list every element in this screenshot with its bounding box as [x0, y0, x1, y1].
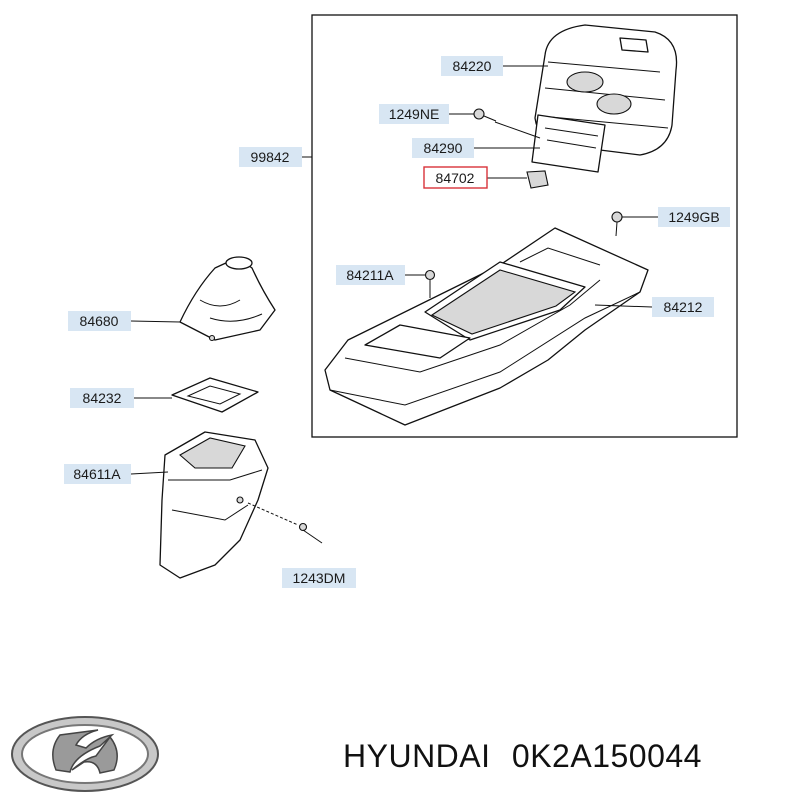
hyundai-logo-icon [11, 716, 159, 792]
armrest-lid-drawing [531, 24, 678, 173]
bolt-1249ne-drawing [473, 108, 497, 122]
footer-brand-text: HYUNDAI 0K2A150044 [343, 738, 702, 774]
callout-84220-label: 84220 [453, 58, 492, 74]
callout-84290-label: 84290 [424, 140, 463, 156]
callout-84232[interactable]: 84232 [70, 388, 134, 408]
callout-84680[interactable]: 84680 [68, 311, 131, 331]
callout-1249gb[interactable]: 1249GB [658, 207, 730, 227]
callout-84211a[interactable]: 84211A [336, 265, 405, 285]
callout-84212-label: 84212 [664, 299, 703, 315]
callout-1249ne[interactable]: 1249NE [379, 104, 449, 124]
screw-1243dm-drawing [247, 502, 323, 544]
callout-84290[interactable]: 84290 [412, 138, 474, 158]
callout-84702-label: 84702 [436, 170, 475, 186]
callout-84702[interactable]: 84702 [423, 166, 488, 189]
callout-84611a[interactable]: 84611A [64, 464, 131, 484]
footer-part-number: 0K2A150044 [512, 738, 702, 774]
callout-84212[interactable]: 84212 [652, 297, 714, 317]
callout-84611a-label: 84611A [73, 466, 121, 482]
callout-1243dm-label: 1243DM [293, 570, 346, 586]
screw-1249gb-drawing [611, 211, 623, 237]
shift-boot-drawing [179, 256, 276, 342]
gasket-drawing [171, 377, 259, 413]
screw-84211a-drawing [424, 269, 436, 298]
callout-99842[interactable]: 99842 [239, 147, 302, 167]
footer-brand: HYUNDAI [343, 738, 491, 774]
clip-84702-drawing [526, 170, 549, 189]
callout-1243dm[interactable]: 1243DM [282, 568, 356, 588]
leader-lines [130, 65, 658, 475]
callout-1249gb-label: 1249GB [668, 209, 719, 225]
assembly-frame [311, 14, 738, 438]
shift-cover-drawing [159, 431, 269, 579]
callout-99842-label: 99842 [251, 149, 290, 165]
callout-1249ne-label: 1249NE [389, 106, 440, 122]
callout-84232-label: 84232 [83, 390, 122, 406]
callout-84680-label: 84680 [80, 313, 119, 329]
callout-84211a-label: 84211A [346, 267, 394, 283]
callout-84220[interactable]: 84220 [441, 56, 503, 76]
console-body-drawing [324, 227, 649, 426]
